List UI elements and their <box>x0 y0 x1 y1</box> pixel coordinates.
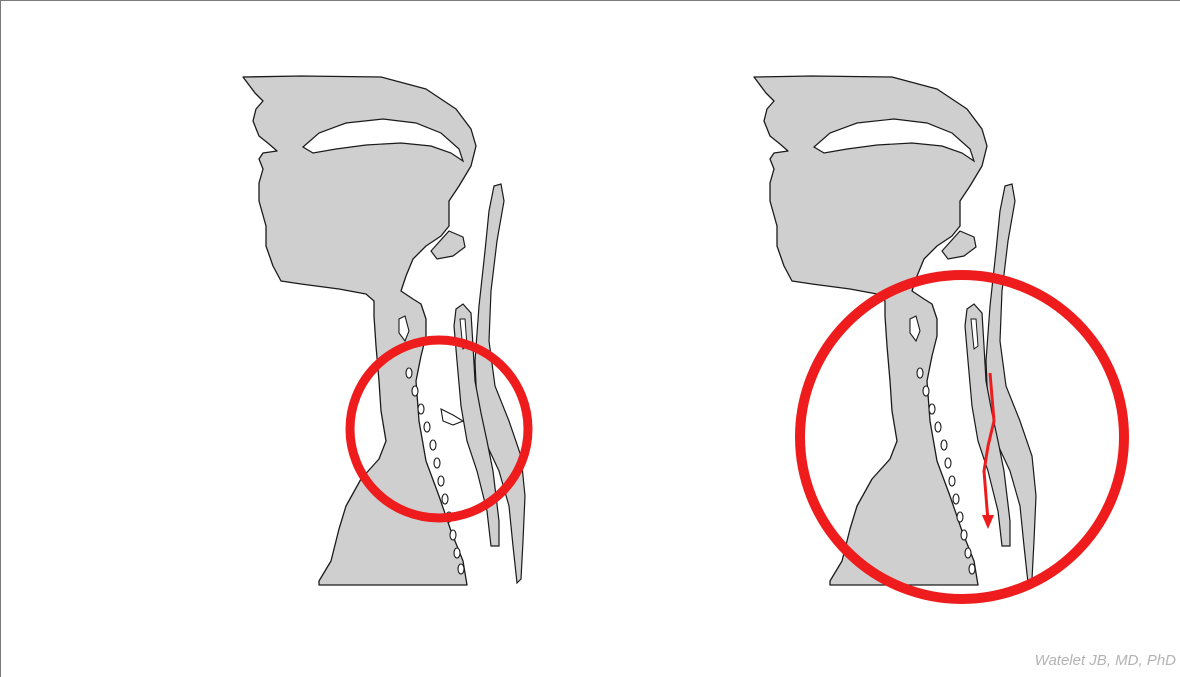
flow-arrow-head <box>982 515 994 529</box>
anatomy-left <box>243 76 528 585</box>
anatomy-right <box>754 76 1124 599</box>
author-credit: Watelet JB, MD, PhD <box>1035 652 1176 669</box>
pinch-mark <box>441 409 463 425</box>
